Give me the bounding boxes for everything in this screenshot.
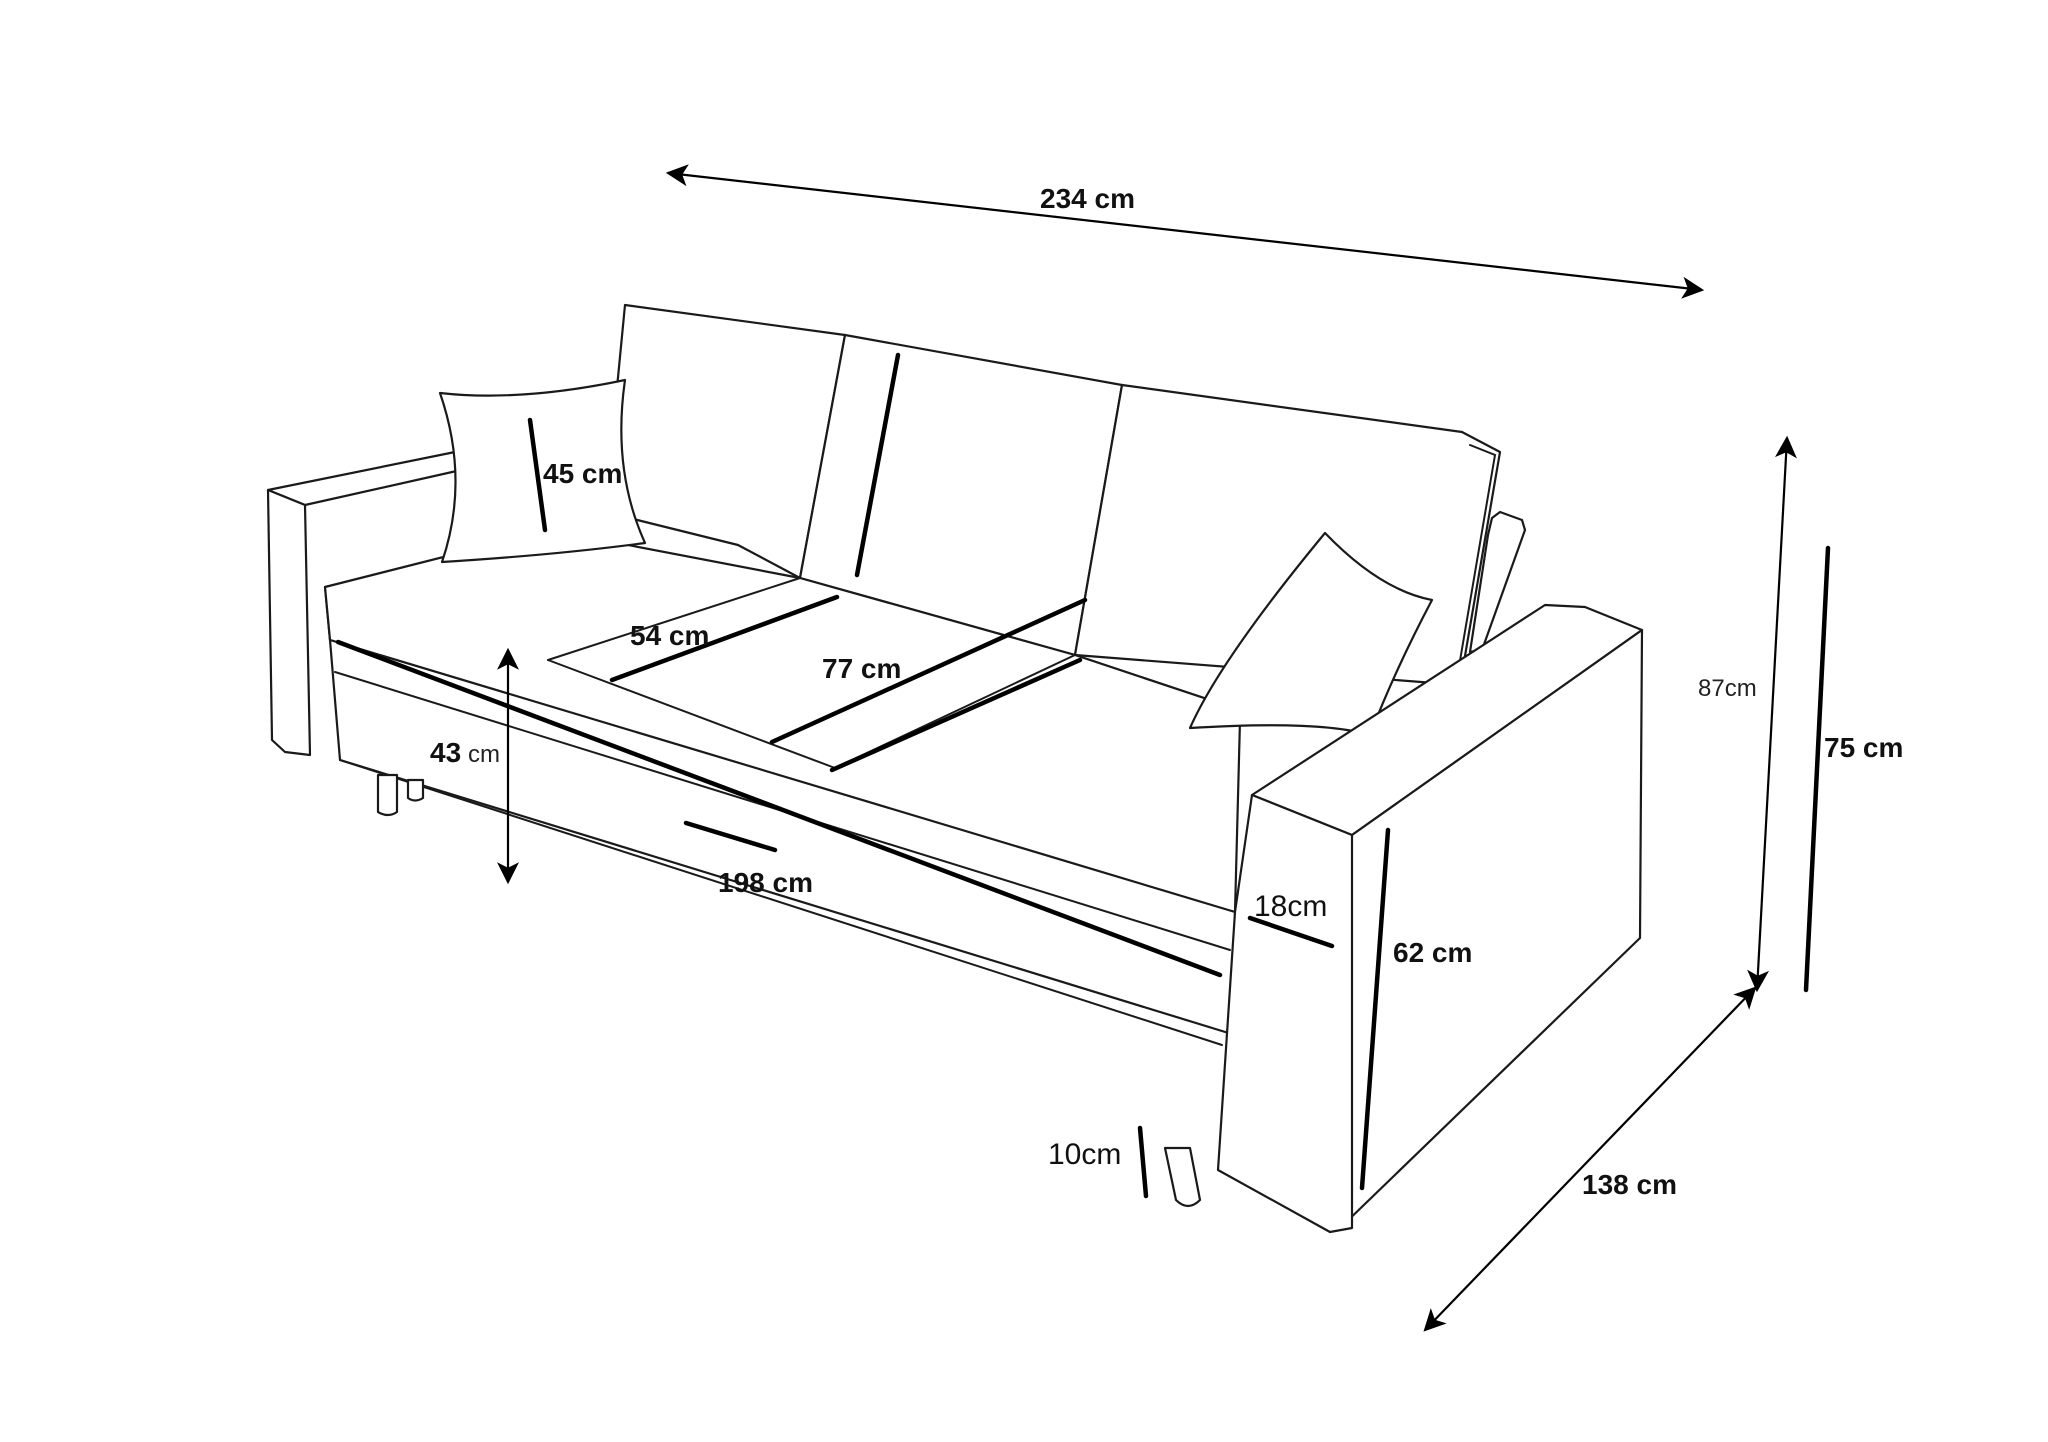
back-height-label: 75 cm	[1824, 732, 1903, 763]
seat-depth-mid-label: 77 cm	[822, 653, 901, 684]
seat-height-value: 43	[430, 737, 461, 768]
depth-arrow	[1423, 986, 1757, 1332]
right-armrest-front	[1216, 793, 1354, 1234]
seat-width-line-lower	[683, 820, 778, 853]
left-armrest	[266, 450, 472, 507]
seat-depth-mid-line-2	[829, 657, 1083, 773]
back-height-line	[1803, 545, 1831, 993]
left-pillow	[438, 378, 647, 564]
seat-width-line	[335, 639, 1223, 978]
sofa-drawing	[266, 303, 1644, 1234]
seat-bottom-line	[339, 759, 1223, 1046]
seat-seam-3	[547, 659, 836, 769]
leg-left-mid	[406, 778, 425, 802]
width-label: 234 cm	[1040, 183, 1135, 214]
pillow-line	[527, 417, 548, 533]
seat-depth-left-label: 54 cm	[630, 620, 709, 651]
leg-front	[1163, 1146, 1202, 1208]
seat-seam-1	[547, 577, 801, 661]
seat-width-label: 198 cm	[718, 867, 813, 898]
armrest-height-line	[1359, 827, 1391, 1191]
width-arrow	[665, 164, 1705, 299]
leg-height-label: 10cm	[1048, 1138, 1121, 1171]
leg-height-line	[1137, 1125, 1149, 1199]
back-right-edge	[1454, 444, 1497, 691]
left-armrest-front	[266, 488, 312, 757]
seat-height-unit: cm	[468, 741, 500, 768]
armrest-height-label: 62 cm	[1393, 937, 1472, 968]
depth-label: 138 cm	[1582, 1169, 1677, 1200]
total-height-label: 87cm	[1698, 675, 1757, 702]
measurements: 234 cm 45 cm 54 cm 77 cm 43 cm 198 cm 18…	[335, 164, 1903, 1332]
armrest-width-line	[1247, 915, 1335, 949]
back-cushion-line	[854, 352, 901, 578]
armrest-width-label: 18cm	[1254, 890, 1327, 923]
total-height-arrow	[1747, 435, 1797, 993]
leg-left-back	[376, 773, 399, 817]
pillow-label: 45 cm	[543, 458, 622, 489]
seat-depth-mid-line	[769, 597, 1088, 745]
seat-depth-left-line	[609, 594, 840, 683]
